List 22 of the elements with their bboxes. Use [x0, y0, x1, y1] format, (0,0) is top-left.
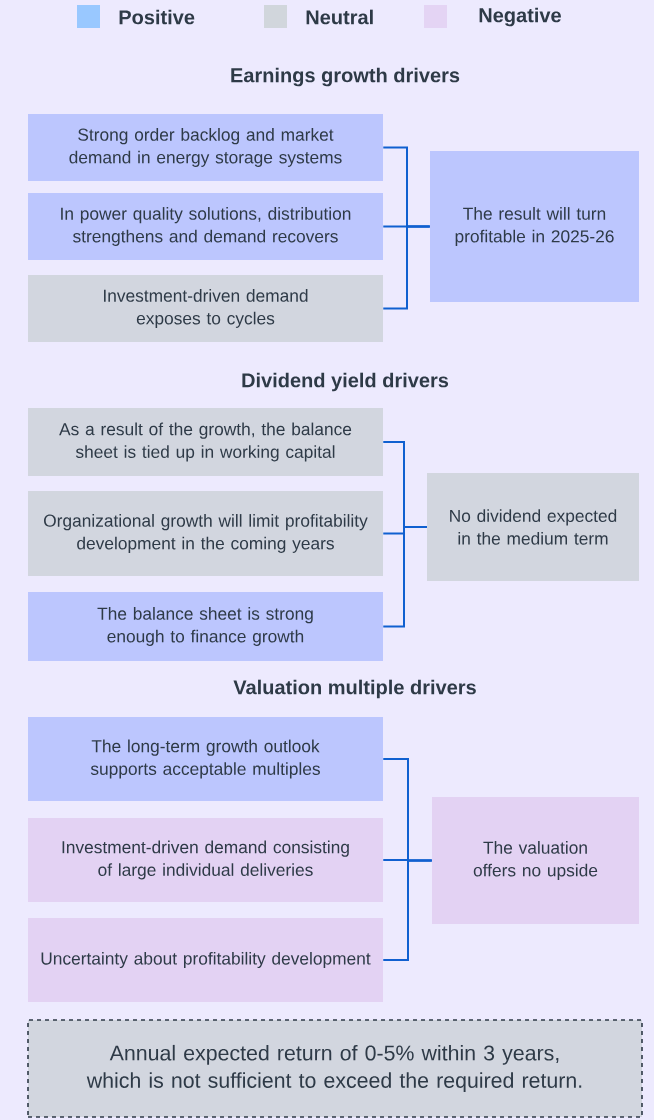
conclusion-box: No dividend expected in the medium term: [427, 473, 639, 581]
driver-box: Organizational growth will limit profitability development in the coming years: [28, 491, 383, 576]
legend-label: Neutral: [306, 9, 373, 25]
section-heading: Dividend yield drivers: [242, 372, 449, 392]
driver-box: The long-term growth outlook supports acceptable multiples: [28, 717, 383, 801]
driver-box: Investment-driven demand consisting of large individual deliveries: [28, 818, 383, 902]
driver-box: In power quality solutions, distribution strengthens and demand recovers: [28, 193, 383, 260]
bracket-connector: [382, 526, 428, 628]
section-heading: Valuation multiple drivers: [233, 679, 476, 699]
return-box: Annual expected return of 0-5% within 3 years, which is not sufficient to exceed the required return.: [27, 1019, 643, 1118]
legend-label: Negative: [479, 7, 561, 27]
bracket-connector: [382, 859, 433, 961]
driver-box: Uncertainty about profitability development: [28, 918, 383, 1002]
conclusion-box: The result will turn profitable in 2025-26: [430, 151, 639, 302]
section-heading: Earnings growth drivers: [231, 67, 460, 87]
driver-box: The balance sheet is strong enough to finance growth: [28, 592, 383, 661]
driver-box: As a result of the growth, the balance sheet is tied up in working capital: [28, 408, 383, 476]
conclusion-box: The valuation offers no upside: [432, 797, 639, 924]
legend-label: Positive: [119, 9, 195, 25]
driver-box: Investment-driven demand exposes to cycles: [28, 275, 383, 342]
driver-box: Strong order backlog and market demand in energy storage systems: [28, 114, 383, 181]
bracket-connector: [382, 225, 431, 310]
